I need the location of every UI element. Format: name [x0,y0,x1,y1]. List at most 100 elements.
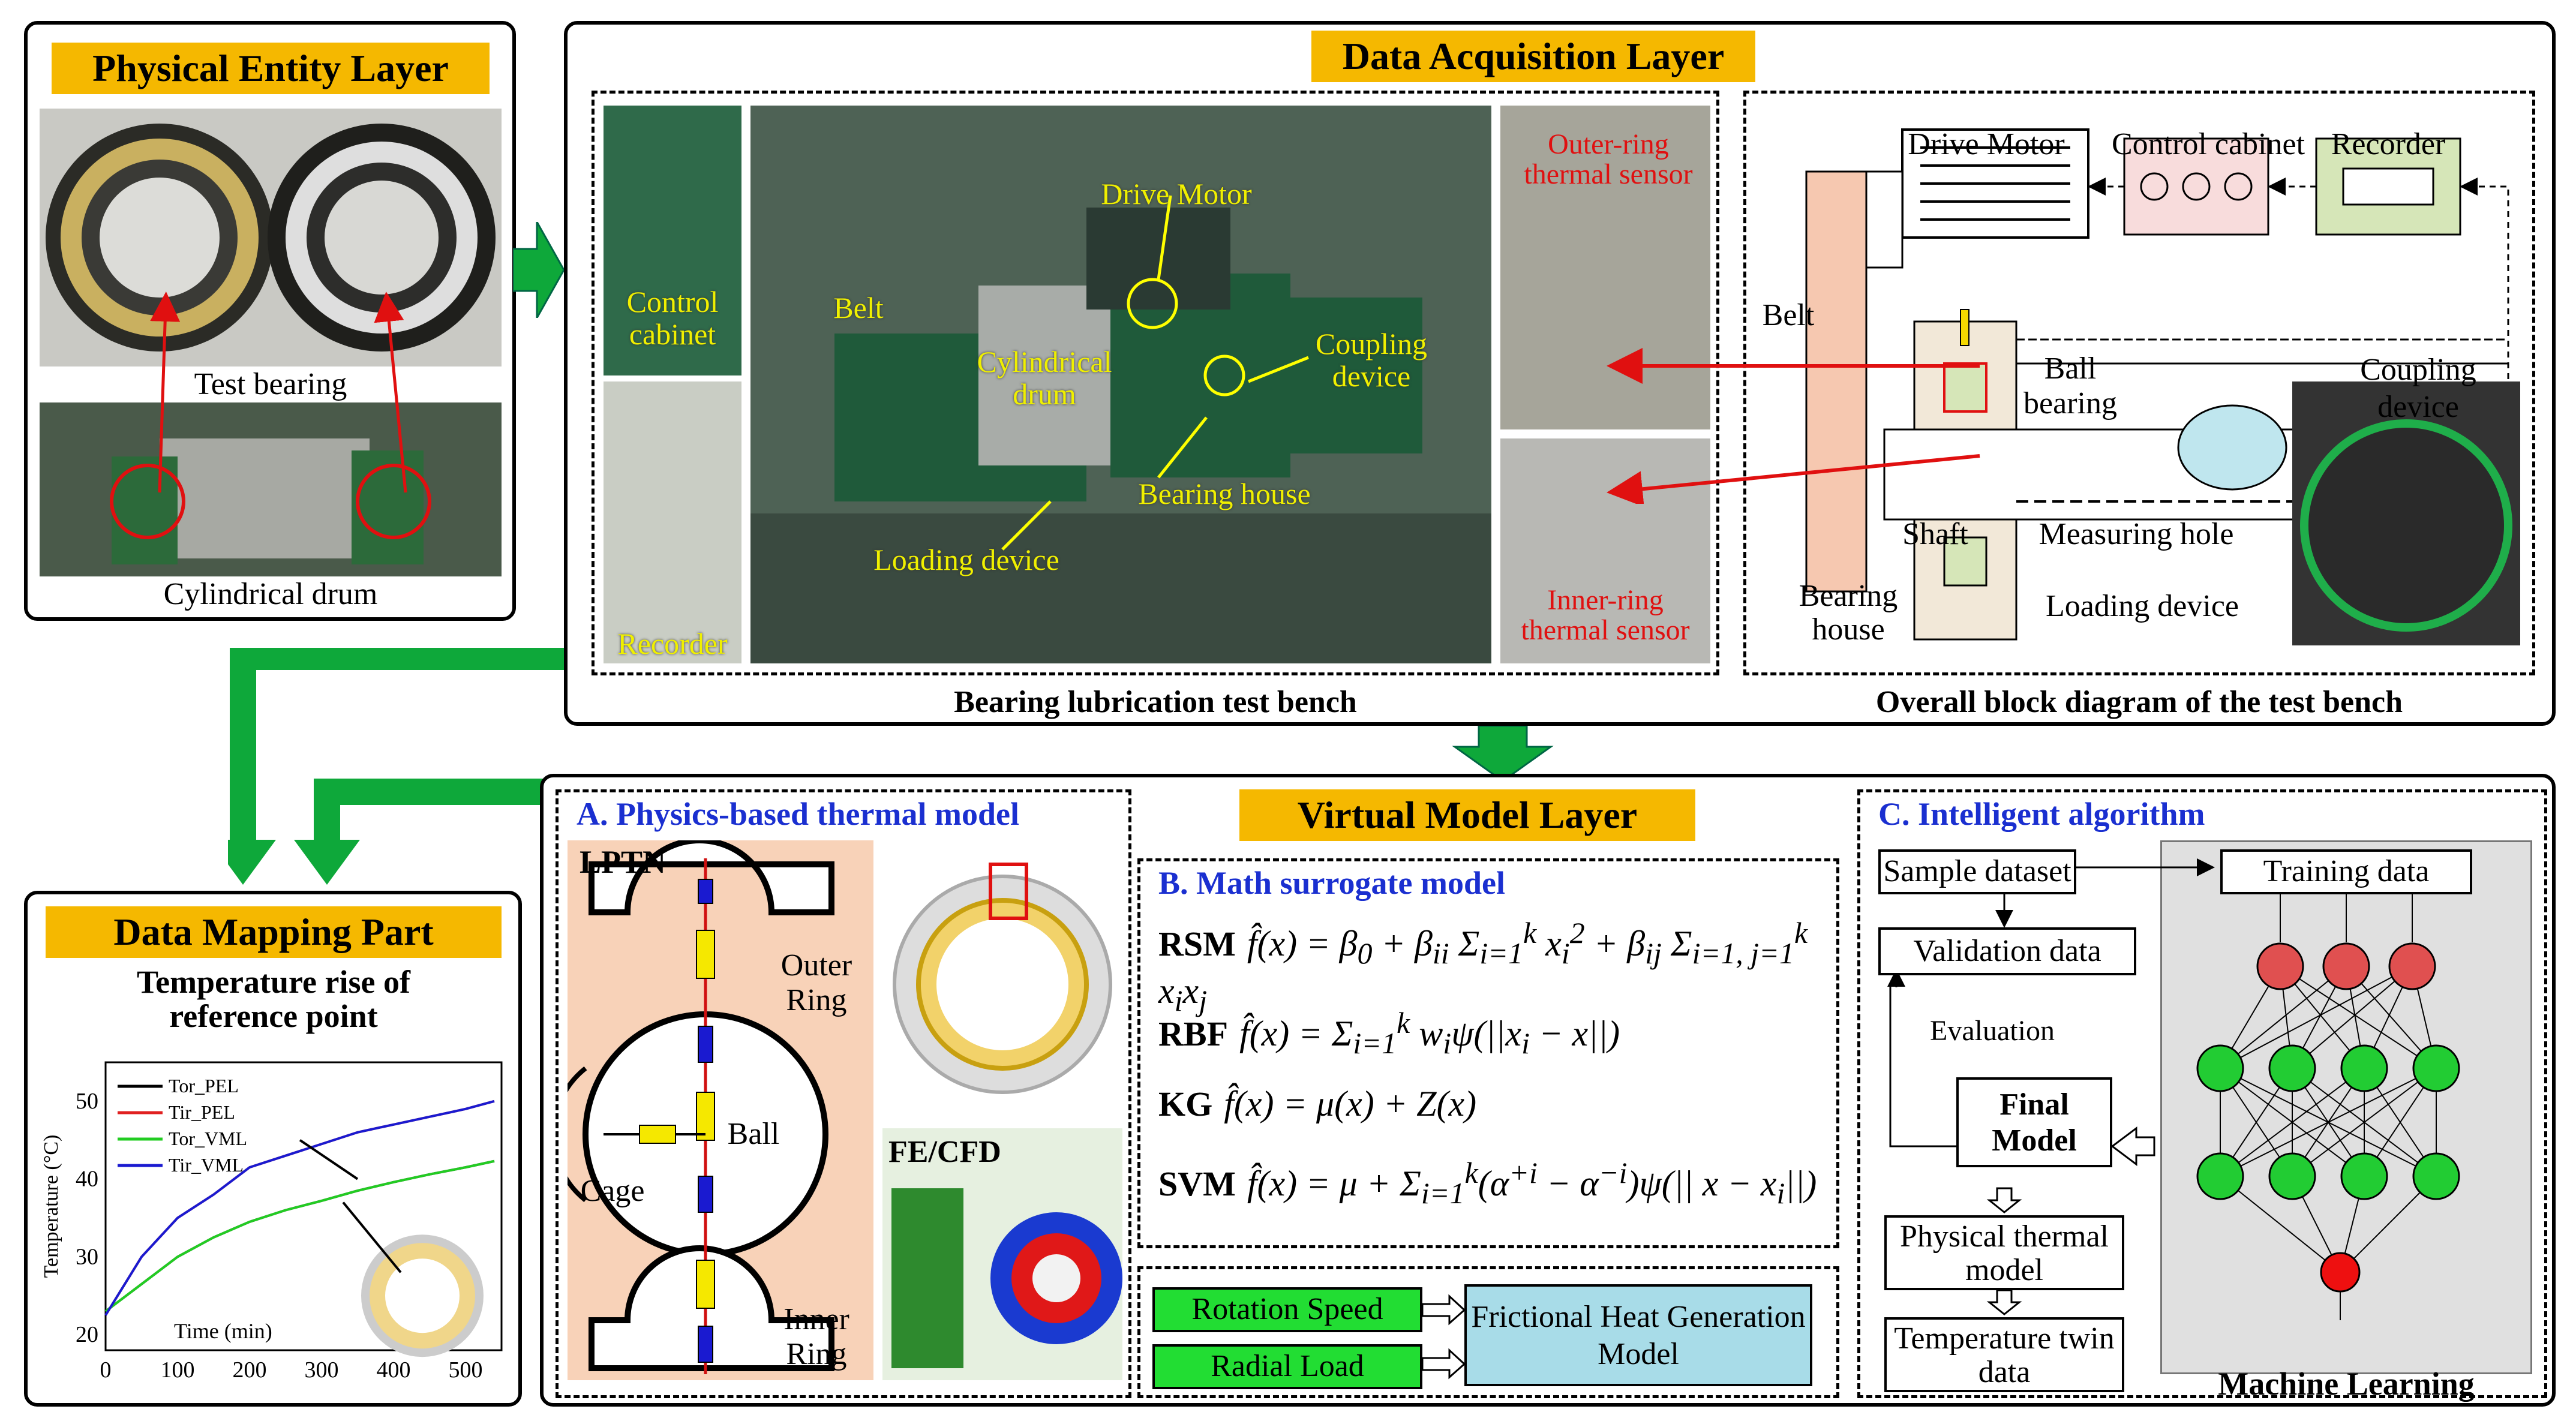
rsm-label: RSM [1158,924,1236,963]
nn-hidden-node [2268,1152,2316,1200]
kg-formula: f̂(x) = μ(x) + Z(x) [1215,1084,1477,1123]
test-bench-photo: Drive Motor Belt Cylindrical drum Coupli… [750,106,1491,663]
legend-label: Tir_VML [169,1154,244,1176]
bd-coupling-label: Coupling device [2360,353,2476,424]
rotation-speed-box: Rotation Speed [1152,1287,1422,1332]
temperature-twin-data-box: Temperature twin data [1884,1317,2124,1392]
lptn-label: LPTN [580,844,666,880]
nn-input-node [2322,942,2370,990]
bearing-house-label: Bearing house [1138,477,1311,510]
coupling-device-label: Coupling device [1315,327,1428,393]
data-acquisition-title: Data Acquisition Layer [1311,31,1755,82]
rbf-label: RBF [1158,1014,1228,1053]
nn-edge [2220,966,2413,1069]
y-tick-label: 40 [76,1167,98,1192]
intelligent-algorithm-title: C. Intelligent algorithm [1878,796,2205,832]
svm-equation: SVM f̂(x) = μ + Σi=1k(α+i − α−i)ψ(|| x −… [1158,1155,1817,1210]
radial-load-box: Radial Load [1152,1344,1422,1389]
training-data-box: Training data [2220,849,2472,894]
nn-input-node [2388,942,2436,990]
svm-formula: f̂(x) = μ + Σi=1k(α+i − α−i)ψ(|| x − xi|… [1238,1156,1817,1210]
drive-motor-label: Drive Motor [1101,177,1252,211]
series-line-tir_vml [104,1099,495,1316]
belt-label: Belt [833,291,884,325]
fe-cfd-panel: FE/CFD [882,1128,1122,1380]
nn-edge [2220,1068,2437,1177]
nn-edge [2220,1068,2365,1177]
x-tick-label: 300 [305,1357,339,1383]
nn-hidden-node [2412,1152,2460,1200]
block-diagram-caption: Overall block diagram of the test bench [1875,685,2403,719]
data-acquisition-panel: Data Acquisition Layer Control cabinet R… [564,21,2556,726]
rbf-formula: f̂(x) = Σi=1k wiψ(||xi − x||) [1230,1006,1620,1060]
nn-hidden-node [2196,1044,2244,1092]
pointer-arrow [299,1139,359,1180]
physics-model-title: A. Physics-based thermal model [577,796,1019,832]
nn-output-node [2320,1252,2361,1293]
arrow-acquisition-to-virtual [1452,726,1554,782]
x-tick-label: 100 [161,1357,195,1383]
data-mapping-panel: Data Mapping Part Temperature rise of re… [24,891,522,1407]
block-diagram-group: Drive Motor Control cabinet Recorder Bel… [1743,91,2535,675]
bd-drive-motor-label: Drive Motor [1908,127,2065,161]
nn-edge [2220,1176,2341,1273]
nn-hidden-node [2340,1044,2388,1092]
rbf-equation: RBF f̂(x) = Σi=1k wiψ(||xi − x||) [1158,1005,1620,1061]
final-model-box: Final Model [1956,1077,2112,1167]
inner-ring-sensor-photo: Inner-ring thermal sensor [1500,438,1710,663]
recorder-label: Recorder [617,627,728,660]
bearing-arrows [150,292,407,493]
loading-device-label: Loading device [873,543,1059,576]
test-bearing-photo [40,109,502,366]
evaluation-label: Evaluation [1930,1015,2055,1047]
test-bearing-label: Test bearing [194,367,347,401]
surrogate-model-title: B. Math surrogate model [1158,865,1505,901]
legend-label: Tor_PEL [169,1075,239,1096]
nn-hidden-node [2412,1044,2460,1092]
outer-ring-sensor-label: Outer-ring thermal sensor [1524,128,1693,190]
inner-ring-label: Inner Ring [783,1302,849,1371]
algorithm-flow [1887,858,2460,1320]
sensor-arrows [1607,348,1980,504]
inner-ring-sensor-label: Inner-ring thermal sensor [1521,584,1690,646]
cage-label: Cage [580,1174,645,1208]
bd-ball-bearing-label: Ball bearing [2023,352,2117,420]
nn-edge [2220,966,2347,1069]
nn-hidden-node [2196,1152,2244,1200]
friction-model-box: Frictional Heat Generation Model [1464,1284,1812,1386]
legend-label: Tir_PEL [169,1101,235,1123]
x-tick-label: 500 [449,1357,483,1383]
cylindrical-drum-label: Cylindrical drum [977,345,1112,411]
block-diagram-drawing [1805,128,2520,645]
physical-entity-panel: Physical Entity Layer Test bearing Cylin… [24,21,516,621]
intelligent-algorithm-group: C. Intelligent algorithm Sample dataset … [1857,789,2547,1402]
arrow-physical-to-acquisition [513,222,565,318]
bench-caption: Bearing lubrication test bench [954,685,1357,719]
virtual-model-panel: Virtual Model Layer A. Physics-based the… [540,774,2556,1407]
y-tick-label: 50 [76,1089,98,1114]
bd-measuring-hole-label: Measuring hole [2038,517,2234,551]
kg-equation: KG f̂(x) = μ(x) + Z(x) [1158,1083,1476,1125]
nn-hidden-node [2268,1044,2316,1092]
test-bench-photo-group: Control cabinet Recorder Drive Motor Bel [592,91,1719,675]
chart-title-line2: reference point [169,998,378,1034]
friction-arrows [1422,1294,1466,1380]
bd-belt-label: Belt [1762,298,1815,332]
x-tick-label: 400 [377,1357,411,1383]
drum-label: Cylindrical drum [163,577,378,611]
validation-data-box: Validation data [1878,927,2136,975]
recorder-photo: Recorder [604,381,741,663]
nn-edge [2292,1068,2437,1177]
control-cabinet-label: Control cabinet [626,285,719,351]
virtual-model-title: Virtual Model Layer [1239,789,1695,841]
bearing-thumbnail-bore [385,1258,460,1333]
svm-label: SVM [1158,1164,1236,1203]
data-mapping-title: Data Mapping Part [46,906,502,958]
bd-shaft-label: Shaft [1902,517,1968,551]
x-tick-label: 200 [233,1357,267,1383]
friction-model-group: Rotation Speed Radial Load Frictional He… [1137,1266,1839,1398]
lptn-diagram: LPTN Outer Ring Ball Cage Inner Ring [551,837,873,1380]
bd-loading-device-label: Loading device [2046,589,2239,623]
physical-entity-title: Physical Entity Layer [52,43,490,94]
